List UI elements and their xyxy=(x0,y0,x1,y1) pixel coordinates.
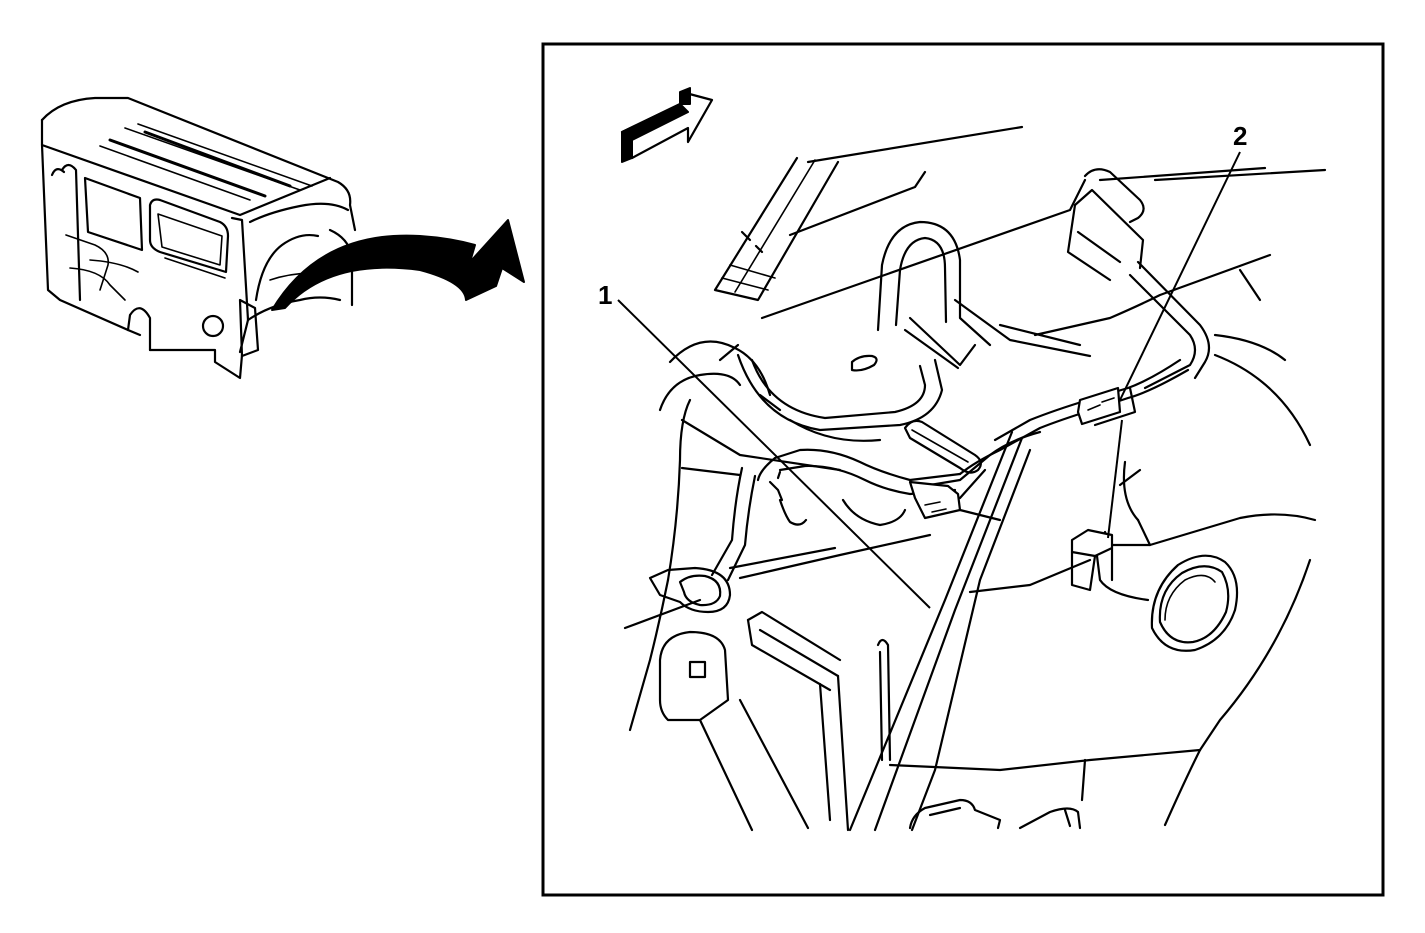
forward-direction-arrow-icon xyxy=(620,87,714,163)
callout-2-leader-lower xyxy=(1107,419,1123,539)
callout-1-leader xyxy=(617,299,931,609)
callout-1-label: 1 xyxy=(598,280,612,310)
callout-2-label: 2 xyxy=(1233,121,1247,151)
rear-compartment-illustration xyxy=(623,125,1327,832)
curved-arrow-icon xyxy=(271,219,525,311)
vehicle-body-overview-icon xyxy=(40,96,357,380)
callout-2: 2 xyxy=(1107,121,1247,539)
callout-1: 1 xyxy=(598,280,931,609)
detail-view-frame xyxy=(541,42,1385,897)
callout-2-leader xyxy=(1119,151,1241,401)
